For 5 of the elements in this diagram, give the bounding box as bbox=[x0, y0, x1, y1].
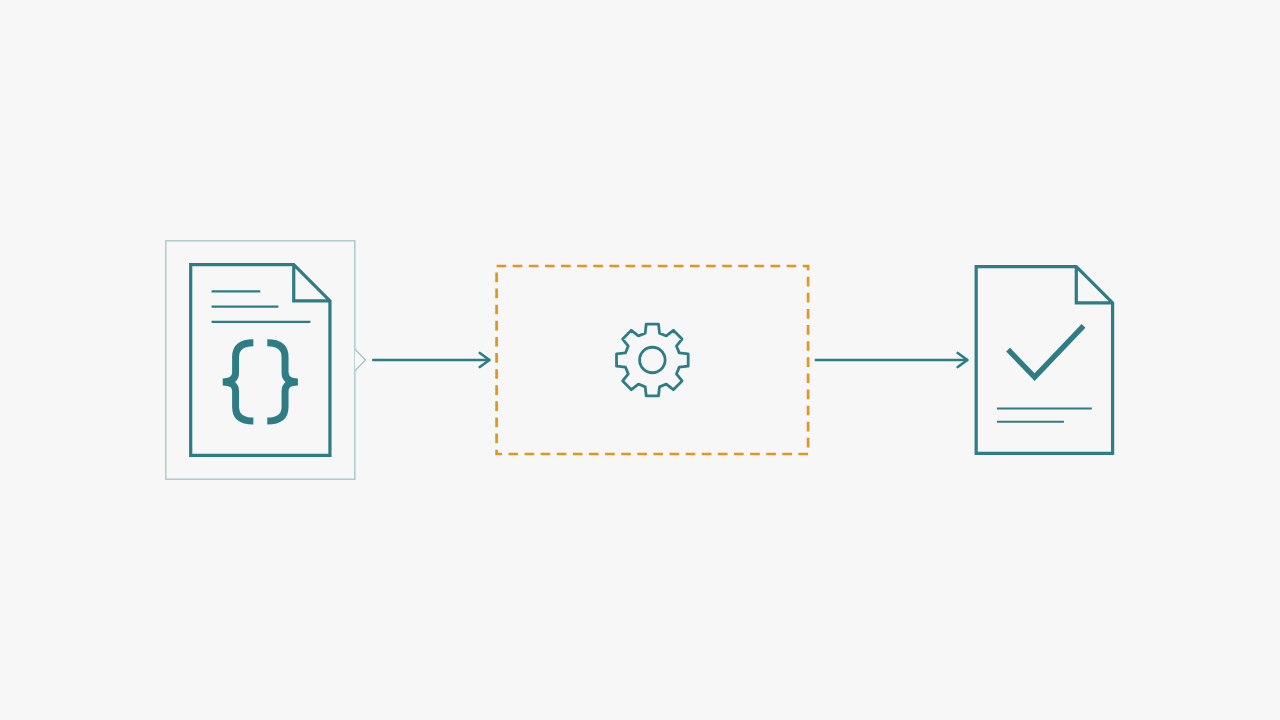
file-card bbox=[165, 240, 367, 480]
arrow bbox=[814, 351, 969, 369]
arrow bbox=[372, 351, 491, 369]
gear-icon bbox=[615, 322, 690, 398]
checked-document-icon bbox=[974, 264, 1115, 456]
